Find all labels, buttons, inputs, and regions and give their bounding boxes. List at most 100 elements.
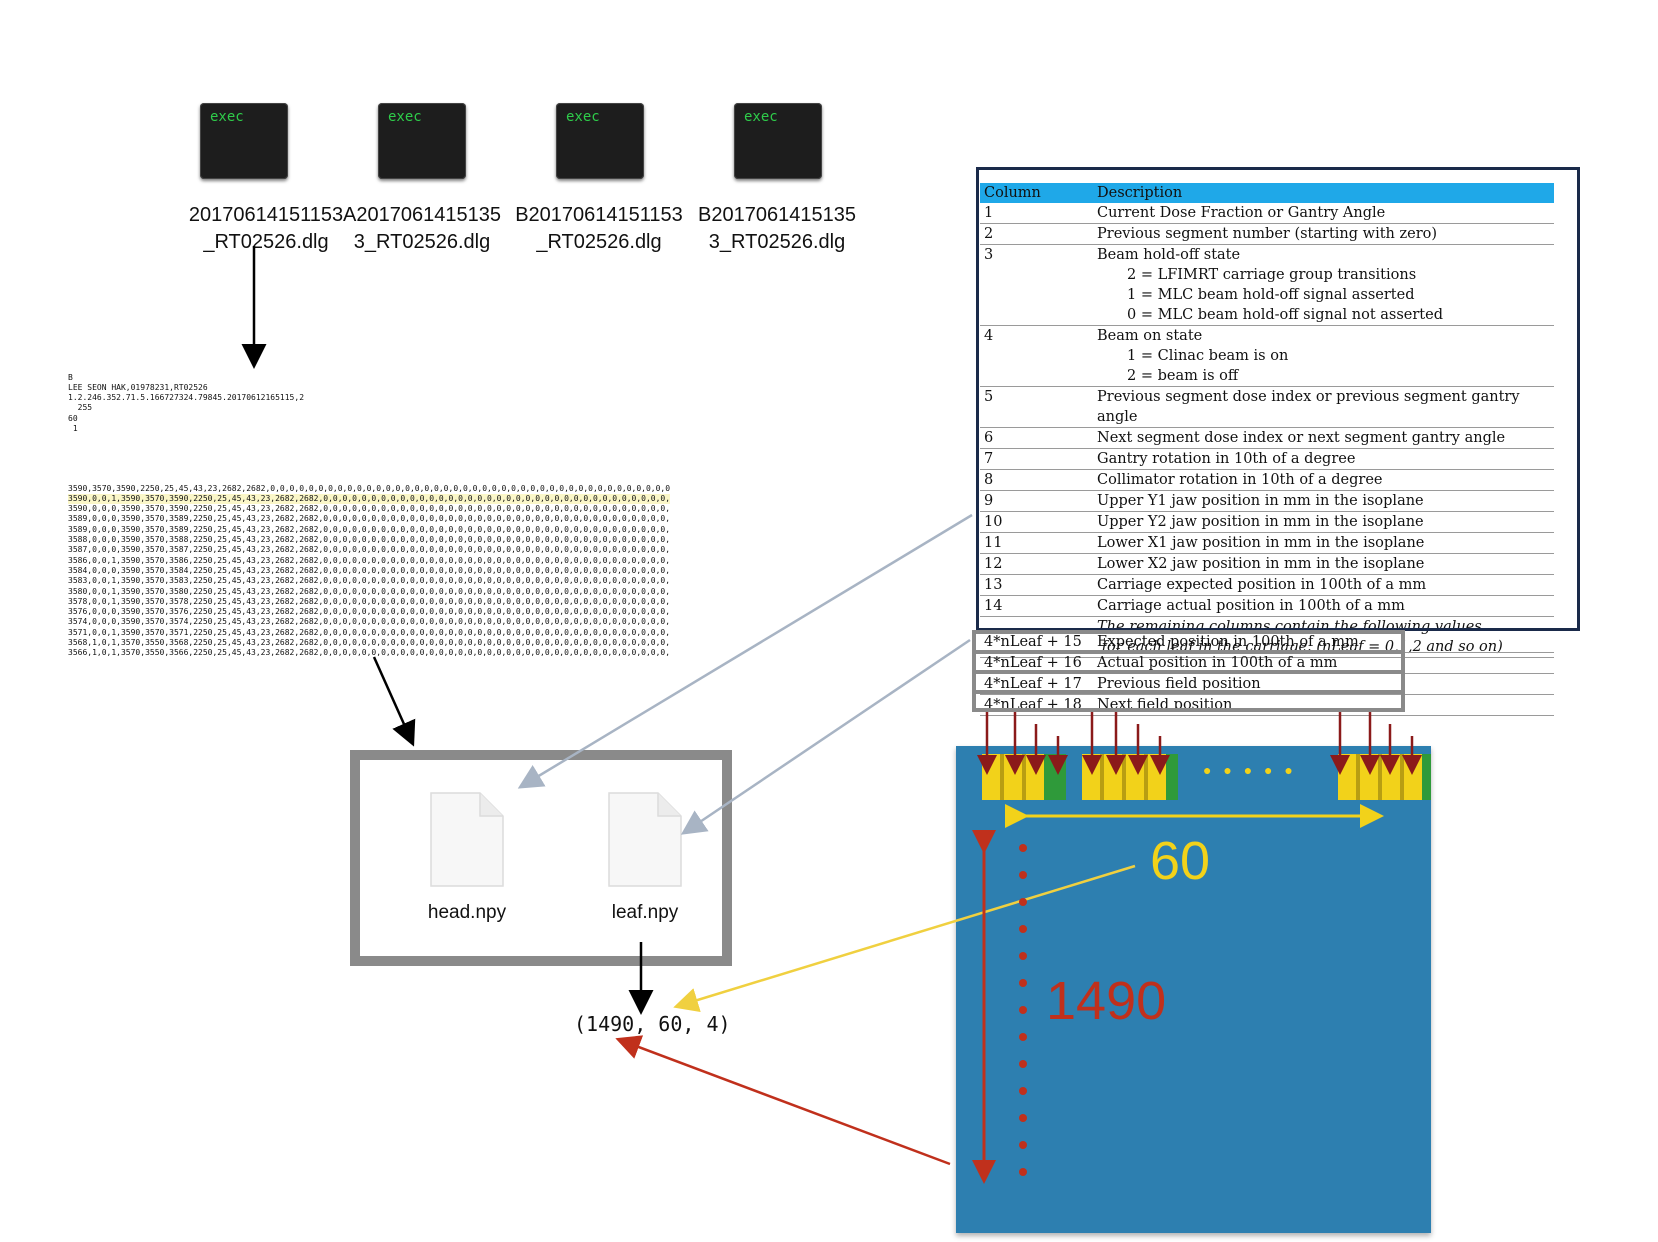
- leaf-block: [1144, 754, 1148, 800]
- cell-description: 0 = MLC beam hold-off signal not asserte…: [1093, 305, 1554, 326]
- dlg-data-line: 3589,0,0,0,3590,3570,3589,2250,25,45,43,…: [68, 514, 670, 524]
- cell-column: 5: [980, 386, 1093, 428]
- arrow-1490-to-shape: [615, 1035, 951, 1166]
- dlg-data-line: 3574,0,0,0,3590,3570,3574,2250,25,45,43,…: [68, 617, 670, 627]
- table-row: 0 = MLC beam hold-off signal not asserte…: [980, 305, 1554, 326]
- sample-dot: [1019, 1060, 1027, 1068]
- cell-description: Gantry rotation in 10th of a degree: [1093, 448, 1554, 470]
- dlg-data-line: 3590,3570,3590,2250,25,45,43,23,2682,268…: [68, 483, 670, 493]
- table-row: 1 = Clinac beam is on: [980, 346, 1554, 366]
- leaf-block: [1422, 754, 1431, 800]
- table-row: 2 = beam is off: [980, 366, 1554, 387]
- cell-description: 1 = MLC beam hold-off signal asserted: [1127, 287, 1415, 303]
- dlg-header-line: 60: [68, 413, 78, 423]
- header-column: Column: [980, 183, 1093, 203]
- cell-description: 2 = beam is off: [1093, 366, 1554, 387]
- dlg-header-line: LEE SEON HAK,01978231,RT02526: [68, 382, 208, 392]
- cell-column: [980, 305, 1093, 326]
- leaf-count-label: 60: [1150, 831, 1211, 891]
- sample-dot: [1019, 925, 1027, 933]
- dlg-data-line: 3584,0,0,0,3590,3570,3584,2250,25,45,43,…: [68, 565, 670, 575]
- leaf-ellipsis: ● ● ● ● ●: [1203, 762, 1297, 778]
- dlg-data-line: 3590,0,0,0,3590,3570,3590,2250,25,45,43,…: [68, 504, 670, 514]
- cell-description: Carriage expected position in 100th of a…: [1093, 574, 1554, 596]
- filename-line: 20170614151153: [188, 204, 344, 226]
- leaf-block: [1122, 754, 1126, 800]
- dlg-data-line: 3583,0,0,1,3590,3570,3583,2250,25,45,43,…: [68, 576, 670, 586]
- sample-dot: [1019, 898, 1027, 906]
- cell-description: Carriage actual position in 100th of a m…: [1093, 595, 1554, 617]
- dlg-data-line: 3590,0,0,1,3590,3570,3590,2250,25,45,43,…: [68, 493, 670, 505]
- document-icon: [430, 792, 504, 887]
- sample-dot: [1019, 1033, 1027, 1041]
- cell-column: 10: [980, 511, 1093, 533]
- table-header-row: Column Description: [980, 183, 1554, 203]
- exec-label: exec: [566, 109, 600, 125]
- table-highlight-frame: [976, 167, 1580, 631]
- cell-description: Beam on state: [1097, 328, 1203, 344]
- cell-description: Previous field position: [1093, 673, 1554, 695]
- cell-column: 11: [980, 532, 1093, 554]
- cell-column: 2: [980, 223, 1093, 245]
- npy-filename-leaf: leaf.npy: [611, 902, 679, 923]
- leaf-row-frame: [972, 690, 1405, 712]
- cell-description: Previous segment number (starting with z…: [1093, 223, 1554, 245]
- leaf-column-arrows: [977, 712, 1422, 775]
- terminal-icon: exec: [734, 103, 822, 179]
- cell-column: 7: [980, 448, 1093, 470]
- document-icon: [608, 792, 682, 887]
- cell-description: Current Dose Fraction or Gantry Angle: [1093, 203, 1554, 224]
- dlg-header-line: B: [68, 372, 73, 382]
- cell-column: [980, 366, 1093, 387]
- dlg-data-line: 3589,0,0,0,3590,3570,3589,2250,25,45,43,…: [68, 524, 670, 534]
- dlg-data-line: 3587,0,0,0,3590,3570,3587,2250,25,45,43,…: [68, 545, 670, 555]
- cell-description: Next segment dose index or next segment …: [1093, 427, 1554, 449]
- sample-dot: [1019, 979, 1027, 987]
- header-description: Description: [1093, 183, 1554, 203]
- cell-column: 9: [980, 490, 1093, 512]
- sample-dot: [1019, 1141, 1027, 1149]
- leaf-block: [1000, 754, 1004, 800]
- dlg-header-line: 255: [68, 403, 93, 413]
- sample-dot: [1019, 1087, 1027, 1095]
- dlg-data: 3590,3570,3590,2250,25,45,43,23,2682,268…: [68, 484, 670, 660]
- cell-column: 12: [980, 553, 1093, 575]
- dlg-data-line: 3563,1,0,1,3570,3550,3563,2250,25,45,43,…: [68, 659, 670, 660]
- dlg-header-line: 1: [68, 424, 78, 434]
- leaf-block: [1356, 754, 1360, 800]
- table-row: 1 = MLC beam hold-off signal asserted: [980, 285, 1554, 305]
- sample-dot: [1019, 1114, 1027, 1122]
- filename-line: B2017061415135: [698, 204, 856, 226]
- cell-column: 8: [980, 469, 1093, 491]
- cell-description: Beam hold-off state: [1097, 247, 1241, 263]
- sample-dot: [1019, 844, 1027, 852]
- leaf-block: [1022, 754, 1026, 800]
- cell-description: Collimator rotation in 10th of a degree: [1093, 469, 1554, 491]
- sample-dot: [1019, 1006, 1027, 1014]
- cell-column: 14: [980, 595, 1093, 617]
- cell-column: 1: [980, 203, 1093, 224]
- leaf-block: [1400, 754, 1404, 800]
- dlg-data-line: 3576,0,0,0,3590,3570,3576,2250,25,45,43,…: [68, 607, 670, 617]
- npy-filename-head: head.npy: [427, 902, 507, 923]
- arrow-table-to-leaf: [680, 638, 971, 835]
- exec-filename: B20170614151153_RT02526.dlg: [513, 202, 685, 256]
- arrow-table-to-head: [517, 513, 973, 789]
- exec-filename: 20170614151153_RT02526.dlg: [180, 202, 352, 256]
- cell-description: 2 = LFIMRT carriage group transitions: [1127, 267, 1417, 283]
- leaf-block: [1378, 754, 1382, 800]
- sample-dots: [1019, 844, 1027, 1176]
